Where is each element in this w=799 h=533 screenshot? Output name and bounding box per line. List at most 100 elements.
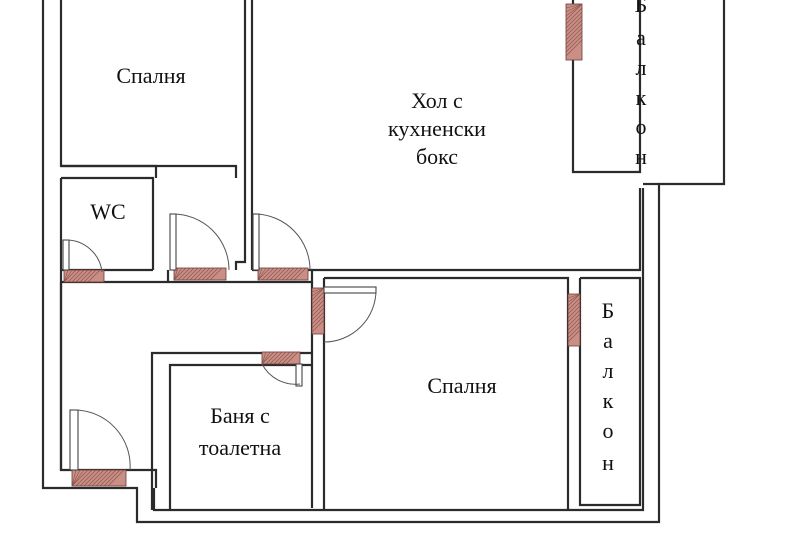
opening-hatch	[79, 269, 93, 283]
opening-hatch	[567, 305, 581, 319]
opening-hatch	[257, 267, 267, 281]
opening-hatch	[281, 267, 295, 281]
opening-hatch	[79, 469, 97, 487]
balcony-right-letter: л	[603, 358, 614, 383]
room-label-living-line-1: Хол с	[411, 88, 463, 113]
opening-hatch	[565, 23, 583, 41]
bedroom-bottom-door-frame	[311, 287, 325, 335]
entrance-door-frame	[71, 469, 127, 487]
balcony-right-letter: а	[603, 328, 613, 353]
opening-hatch	[567, 293, 581, 303]
bath-door-frame	[261, 351, 301, 365]
opening-hatch	[63, 269, 69, 283]
opening-hatch	[193, 267, 207, 281]
opening-hatch	[177, 267, 191, 281]
opening-hatch	[75, 469, 93, 487]
balcony-right-letter: к	[603, 388, 614, 413]
opening-hatch	[99, 469, 117, 487]
room-label-living-line-2: кухненски	[388, 116, 486, 141]
opening-hatch	[83, 469, 101, 487]
opening-hatch	[567, 329, 581, 343]
opening-hatch	[567, 301, 581, 315]
opening-hatch	[311, 291, 325, 305]
opening-hatch	[289, 267, 303, 281]
room-label-bedroom-top: Спалня	[116, 63, 185, 88]
opening-hatch	[87, 469, 105, 487]
opening-hatch	[567, 293, 581, 299]
opening-hatch	[67, 269, 81, 283]
opening-hatch	[311, 319, 325, 333]
opening-hatch	[261, 351, 267, 365]
opening-hatch	[565, 11, 583, 29]
balcony-top-letter: н	[635, 144, 647, 169]
opening-hatch	[185, 267, 199, 281]
balcony-right-letter: н	[602, 450, 614, 475]
room-label-wc: WC	[90, 199, 125, 224]
opening-hatch	[311, 315, 325, 329]
opening-hatch	[189, 267, 203, 281]
doors	[62, 213, 377, 471]
opening-hatch	[565, 7, 583, 25]
room-label-bath-line-2: тоалетна	[199, 435, 281, 460]
opening-hatch	[209, 267, 223, 281]
balcony-top-letter: а	[636, 25, 646, 50]
opening-hatch	[311, 287, 325, 293]
opening-hatch	[261, 267, 275, 281]
opening-hatch	[87, 269, 101, 283]
opening-hatch	[277, 351, 291, 365]
opening-hatch	[311, 287, 325, 297]
room-labels: Спалня Хол с кухненски бокс WC Спалня Ба…	[90, 63, 496, 460]
openings	[63, 3, 583, 487]
room-label-bath-line-1: Баня с	[210, 403, 270, 428]
opening-hatch	[257, 267, 263, 281]
opening-hatch	[565, 3, 583, 21]
opening-hatch	[173, 267, 183, 281]
opening-hatch	[565, 35, 583, 53]
opening-hatch	[311, 299, 325, 313]
room-label-bedroom-bottom: Спалня	[427, 373, 496, 398]
balcony-top-letter: о	[636, 114, 647, 139]
opening-hatch	[285, 267, 299, 281]
opening-hatch	[71, 469, 77, 487]
opening-hatch	[205, 267, 219, 281]
opening-hatch	[311, 311, 325, 325]
opening-hatch	[261, 351, 275, 365]
living-door-frame	[257, 267, 309, 281]
opening-hatch	[311, 295, 325, 309]
opening-hatch	[565, 27, 583, 45]
opening-hatch	[567, 325, 581, 339]
opening-hatch	[71, 469, 85, 487]
opening-hatch	[201, 267, 215, 281]
opening-hatch	[181, 267, 195, 281]
opening-hatch	[197, 267, 211, 281]
opening-hatch	[173, 267, 187, 281]
opening-hatch	[75, 269, 89, 283]
opening-hatch	[91, 469, 109, 487]
balcony-top-label: Б а л к о н	[635, 0, 648, 169]
opening-hatch	[63, 269, 73, 283]
balcony-right-letter: о	[603, 418, 614, 443]
opening-hatch	[71, 469, 89, 487]
room-label-living-line-3: бокс	[416, 144, 458, 169]
opening-hatch	[83, 269, 97, 283]
opening-hatch	[565, 3, 583, 13]
opening-hatch	[311, 287, 325, 301]
opening-hatch	[277, 267, 291, 281]
opening-hatch	[565, 19, 583, 37]
opening-hatch	[565, 31, 583, 49]
opening-hatch	[257, 267, 271, 281]
opening-hatch	[567, 313, 581, 327]
opening-hatch	[173, 267, 179, 281]
opening-hatch	[311, 303, 325, 317]
opening-hatch	[567, 297, 581, 311]
opening-hatch	[565, 15, 583, 33]
balcony-right-label: Б а л к о н	[602, 298, 615, 475]
opening-hatch	[71, 269, 85, 283]
opening-hatch	[311, 307, 325, 321]
balcony-top-letter: л	[636, 55, 647, 80]
opening-hatch	[107, 469, 125, 487]
opening-hatch	[285, 351, 299, 365]
opening-hatch	[565, 3, 583, 17]
balcony-right-letter: Б	[602, 298, 615, 323]
